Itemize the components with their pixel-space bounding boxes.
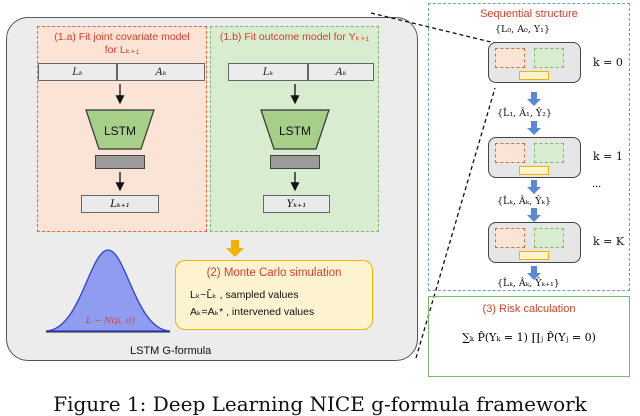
sequential-structure-panel: Sequential structure xyxy=(428,3,630,291)
lstm-label-b: LSTM xyxy=(278,124,311,138)
seq-arrow-3 xyxy=(527,180,541,194)
lstm-output-bar-b xyxy=(270,155,320,169)
seq-block-k xyxy=(488,222,581,263)
seq-arrow-5 xyxy=(527,266,541,280)
monte-carlo-intervened: Aₖ=Aₖ* , intervened values xyxy=(190,306,315,318)
risk-calculation-panel: (3) Risk calculation ∑ₖ P̂(Yₖ = 1) ∏ⱼ P̂… xyxy=(428,296,630,377)
input-l-k-a: Lₖ xyxy=(38,63,117,81)
sequential-title: Sequential structure xyxy=(480,8,578,20)
seq-k-1: k = 1 xyxy=(593,150,623,163)
seq-k-K: k = K xyxy=(593,235,625,248)
figure-caption: Figure 1: Deep Learning NICE g-formula f… xyxy=(53,392,587,416)
connector-bottom xyxy=(415,87,496,359)
gaussian-label: L ~ N(μ, σ) xyxy=(86,316,135,326)
seq-block-1 xyxy=(488,137,581,178)
seq-arrow-4 xyxy=(527,208,541,222)
seq-input-1: {L̂₁, Â₁, Ŷ₂} xyxy=(497,108,553,119)
seq-block-0-covariate xyxy=(495,48,525,68)
monte-carlo-sampled: Lₖ~L̂ₖ , sampled values xyxy=(190,289,299,301)
monte-carlo-box: (2) Monte Carlo simulation Lₖ~L̂ₖ , samp… xyxy=(175,260,373,330)
lstm-label-a: LSTM xyxy=(103,124,136,138)
seq-block-k-simulation xyxy=(519,251,549,260)
seq-block-1-covariate xyxy=(495,143,525,163)
seq-block-0-simulation xyxy=(519,71,549,80)
g-formula-caption: LSTM G-formula xyxy=(130,345,212,357)
panel-a-title-2: for Lₖ₊₁ xyxy=(104,44,140,56)
seq-arrow-1 xyxy=(527,92,541,106)
seq-block-1-simulation xyxy=(519,166,549,175)
seq-block-k-outcome xyxy=(534,228,564,248)
gaussian-curve xyxy=(45,249,171,332)
lstm-trapezoid-b xyxy=(260,109,330,150)
seq-output: {L̂ₖ, Âₖ, Ŷₖ₊₁} xyxy=(497,278,560,289)
seq-block-0-outcome xyxy=(534,48,564,68)
seq-ellipsis: ... xyxy=(592,178,602,190)
seq-input-0: {L₀, A₀, Y₁} xyxy=(495,24,551,35)
risk-title: (3) Risk calculation xyxy=(482,303,576,315)
seq-arrow-2 xyxy=(527,121,541,135)
seq-block-k-covariate xyxy=(495,228,525,248)
seq-k-0: k = 0 xyxy=(593,56,623,69)
seq-block-0 xyxy=(488,42,581,83)
panel-a-title-1: (1.a) Fit joint covariate model xyxy=(54,31,190,43)
monte-carlo-title: (2) Monte Carlo simulation xyxy=(206,267,342,279)
output-y-k-plus-1: Yₖ₊₁ xyxy=(263,195,330,213)
connector-top xyxy=(370,12,496,44)
seq-input-k: {L̂ₖ, Âₖ, Ŷₖ} xyxy=(497,196,552,207)
seq-block-1-outcome xyxy=(534,143,564,163)
lstm-trapezoid-a xyxy=(85,109,155,150)
panel-b-title: (1.b) Fit outcome model for Yₖ₊₁ xyxy=(219,31,370,43)
lstm-output-bar-a xyxy=(95,155,145,169)
yellow-down-arrow xyxy=(226,240,244,257)
output-l-k-plus-1: Lₖ₊₁ xyxy=(81,195,159,213)
input-a-k-b: Aₖ xyxy=(308,63,374,81)
input-l-k-b: Lₖ xyxy=(228,63,308,81)
risk-formula: ∑ₖ P̂(Yₖ = 1) ∏ⱼ P̂(Yⱼ = 0) xyxy=(462,331,596,344)
input-a-k-a: Aₖ xyxy=(117,63,205,81)
